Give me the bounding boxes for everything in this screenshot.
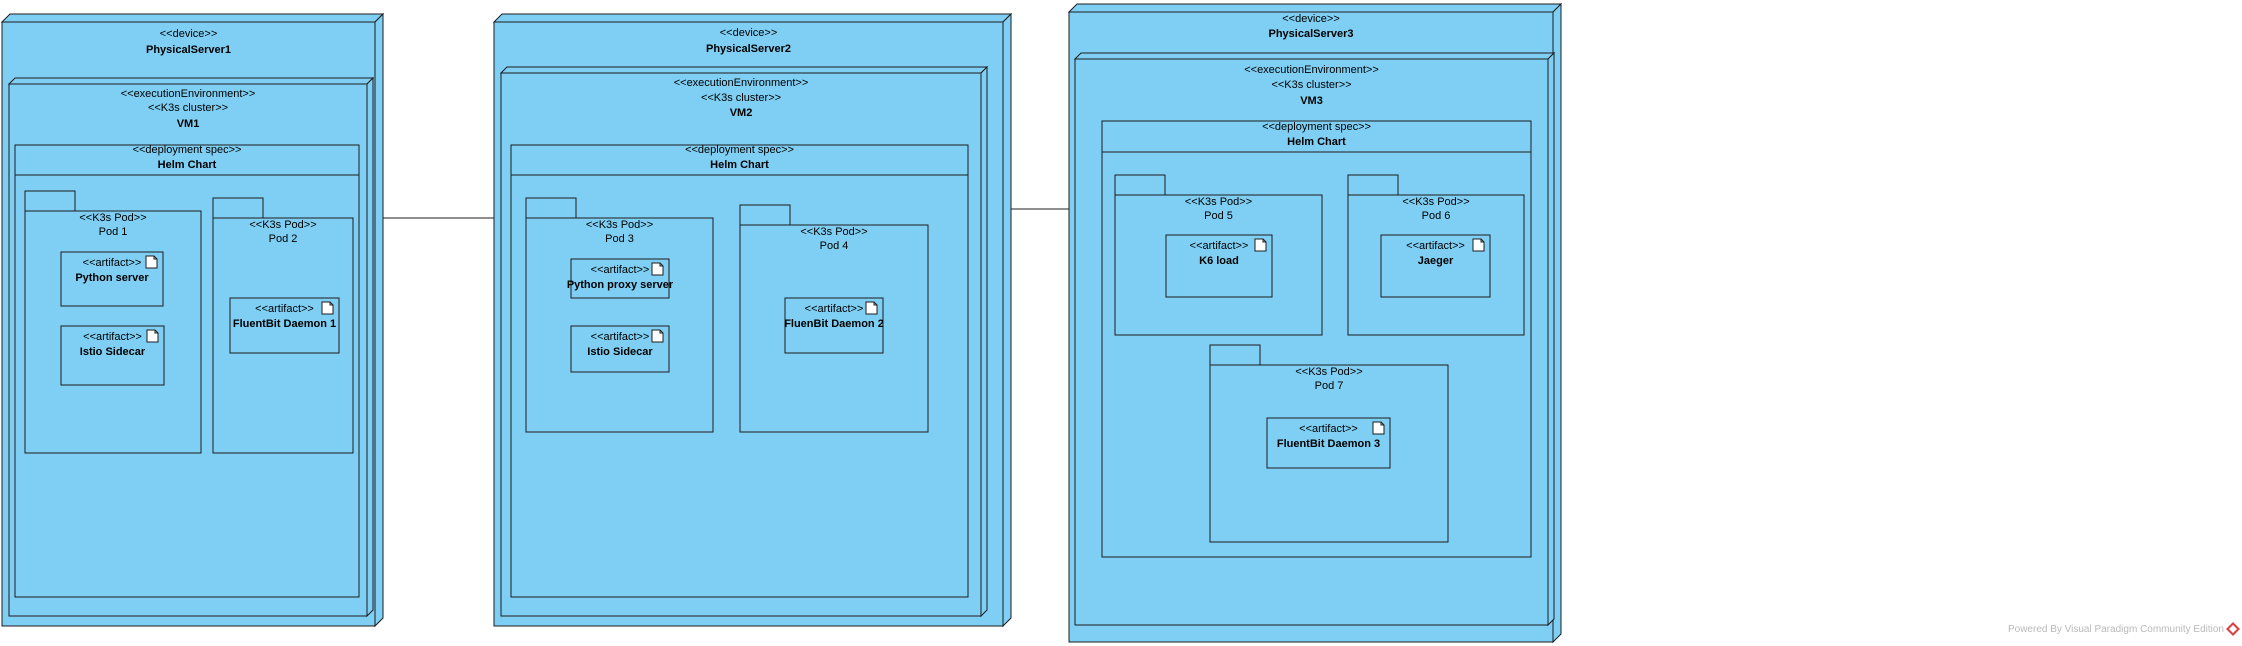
vm-name: VM2 <box>730 107 753 119</box>
artifact: <<artifact>> Jaeger <box>1380 234 1491 298</box>
artifact-name: FluentBit Daemon 3 <box>1277 438 1380 450</box>
k3s-pod: <<K3s Pod>> Pod 6 <<artifact>> Jaeger <box>1347 174 1525 336</box>
visual-paradigm-logo-icon <box>2226 622 2240 636</box>
artifact-name: K6 load <box>1199 255 1239 267</box>
artifact-stereotype: <<artifact>> <box>1190 240 1249 252</box>
vm-name: VM1 <box>177 118 200 130</box>
k3s-pod: <<K3s Pod>> Pod 4 <<artifact>> FluenBit Dae… <box>739 204 929 433</box>
artifact-stereotype: <<artifact>> <box>1299 423 1358 435</box>
vm-stereotype: <<K3s cluster>> <box>1271 79 1351 91</box>
artifact-document-icon <box>321 301 334 315</box>
pod-name: Pod 6 <box>1422 210 1451 222</box>
artifact: <<artifact>> FluentBit Daemon 1 <box>229 297 340 354</box>
helm-stereotype: <<deployment spec>> <box>1262 121 1371 133</box>
pod-name: Pod 7 <box>1315 380 1344 392</box>
helm-stereotype: <<deployment spec>> <box>133 144 242 156</box>
artifact: <<artifact>> K6 load <box>1165 234 1273 298</box>
device-stereotype: <<device>> <box>720 27 778 39</box>
artifact-stereotype: <<artifact>> <box>591 331 650 343</box>
helm-stereotype: <<deployment spec>> <box>685 144 794 156</box>
artifact-document-icon <box>865 301 878 315</box>
helm-name: Helm Chart <box>1287 136 1346 148</box>
vm-stereotype: <<K3s cluster>> <box>701 92 781 104</box>
device-stereotype: <<device>> <box>160 28 218 40</box>
k3s-pod: <<K3s Pod>> Pod 1 <<artifact>> Python serve… <box>24 190 202 454</box>
pod-name: Pod 5 <box>1204 210 1233 222</box>
vm-stereotype: <<executionEnvironment>> <box>121 88 256 100</box>
artifact-name: Istio Sidecar <box>80 346 146 358</box>
device-stereotype: <<device>> <box>1282 13 1340 25</box>
pod-name: Pod 3 <box>605 233 634 245</box>
pod-stereotype: <<K3s Pod>> <box>800 226 867 238</box>
artifact-stereotype: <<artifact>> <box>83 257 142 269</box>
artifact-document-icon <box>146 329 159 343</box>
artifact-document-icon <box>1372 421 1385 435</box>
artifact-document-icon <box>145 255 158 269</box>
artifact-name: FluentBit Daemon 1 <box>233 318 336 330</box>
k3s-pod: <<K3s Pod>> Pod 3 <<artifact>> Python proxy… <box>525 197 714 433</box>
vm-name: VM3 <box>1300 95 1323 107</box>
artifact: <<artifact>> Istio Sidecar <box>570 325 670 373</box>
pod-stereotype: <<K3s Pod>> <box>1185 196 1252 208</box>
helm-name: Helm Chart <box>710 159 769 171</box>
vm-stereotype: <<K3s cluster>> <box>148 102 228 114</box>
artifact-document-icon <box>651 329 664 343</box>
artifact-name: FluenBit Daemon 2 <box>784 318 884 330</box>
pod-name: Pod 4 <box>820 240 849 252</box>
artifact-name: Istio Sidecar <box>587 346 653 358</box>
artifact-name: Python server <box>75 272 149 284</box>
artifact-stereotype: <<artifact>> <box>805 303 864 315</box>
artifact: <<artifact>> FluentBit Daemon 3 <box>1266 417 1391 469</box>
k3s-pod: <<K3s Pod>> Pod 7 <<artifact>> FluentBit Da… <box>1209 344 1449 543</box>
pod-stereotype: <<K3s Pod>> <box>249 219 316 231</box>
artifact: <<artifact>> FluenBit Daemon 2 <box>784 297 884 354</box>
pod-name: Pod 1 <box>99 226 128 238</box>
artifact-stereotype: <<artifact>> <box>591 264 650 276</box>
artifact-stereotype: <<artifact>> <box>255 303 314 315</box>
artifact-stereotype: <<artifact>> <box>83 331 142 343</box>
pod-stereotype: <<K3s Pod>> <box>586 219 653 231</box>
vm-stereotype: <<executionEnvironment>> <box>674 77 809 89</box>
pod-stereotype: <<K3s Pod>> <box>1295 366 1362 378</box>
device-name: PhysicalServer3 <box>1268 28 1353 40</box>
device-name: PhysicalServer2 <box>706 43 791 55</box>
pod-name: Pod 2 <box>269 233 298 245</box>
vm-stereotype: <<executionEnvironment>> <box>1244 64 1379 76</box>
artifact-document-icon <box>1254 238 1267 252</box>
artifact-document-icon <box>1472 238 1485 252</box>
k3s-pod: <<K3s Pod>> Pod 5 <<artifact>> K6 load <box>1114 174 1323 336</box>
artifact: <<artifact>> Python server <box>60 251 164 307</box>
artifact: <<artifact>> Istio Sidecar <box>60 325 165 386</box>
pod-stereotype: <<K3s Pod>> <box>1402 196 1469 208</box>
artifact-name: Jaeger <box>1418 255 1454 267</box>
pod-stereotype: <<K3s Pod>> <box>79 212 146 224</box>
artifact-stereotype: <<artifact>> <box>1406 240 1465 252</box>
device-name: PhysicalServer1 <box>146 44 231 56</box>
helm-name: Helm Chart <box>158 159 217 171</box>
artifact-name: Python proxy server <box>567 279 674 291</box>
watermark: Powered By Visual Paradigm Community Edi… <box>2007 624 2224 635</box>
artifact-document-icon <box>651 262 664 276</box>
k3s-pod: <<K3s Pod>> Pod 2 <<artifact>> FluentBit Da… <box>212 197 354 454</box>
artifact: <<artifact>> Python proxy server <box>567 258 674 299</box>
